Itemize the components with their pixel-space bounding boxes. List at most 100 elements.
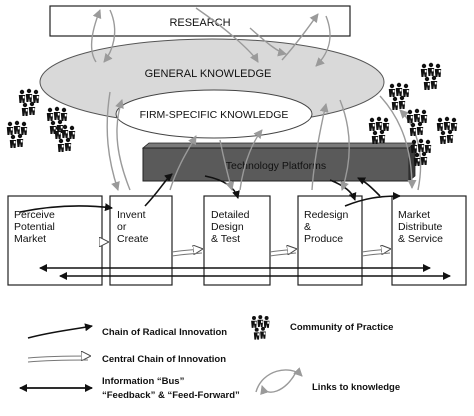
technology-platforms-label: Technology Platforms	[226, 160, 326, 172]
person-icon	[253, 327, 260, 340]
stage-design-line3: & Test	[211, 233, 240, 245]
legend-bus-line1: Information “Bus”	[102, 376, 185, 387]
person-icon	[420, 151, 428, 165]
person-icon	[13, 120, 21, 134]
technology-platforms-bar: Technology Platforms	[141, 142, 417, 182]
legend-central: Central Chain of Innovation	[27, 354, 226, 365]
stage-design-line1: Detailed	[211, 209, 250, 221]
person-icon	[257, 315, 264, 327]
firm-knowledge-label: FIRM-SPECIFIC KNOWLEDGE	[140, 109, 289, 121]
person-icon	[54, 125, 62, 139]
person-icon	[6, 121, 14, 135]
person-icon	[439, 130, 447, 144]
person-icon	[450, 117, 458, 131]
person-icon	[9, 134, 17, 148]
person-icon	[20, 121, 28, 135]
research-label: RESEARCH	[169, 17, 230, 29]
stage-invent-line2: or	[117, 221, 127, 233]
person-icon	[417, 138, 425, 152]
stage-box-invent: Invent or Create	[109, 195, 173, 286]
person-icon	[398, 95, 406, 109]
legend: Chain of Radical Innovation Community of…	[19, 315, 400, 401]
person-icon	[416, 121, 424, 135]
person-icon	[371, 130, 379, 144]
legend-radical-label: Chain of Radical Innovation	[102, 327, 227, 338]
stage-box-perceive: Perceive Potential Market	[7, 195, 103, 286]
person-icon	[409, 122, 417, 136]
stage-box-design: Detailed Design & Test	[203, 195, 271, 286]
general-knowledge-label: GENERAL KNOWLEDGE	[145, 68, 272, 80]
legend-bus-line2: “Feedback” & “Feed-Forward”	[102, 390, 240, 401]
stage-redesign-line3: Produce	[304, 233, 343, 245]
person-icon	[402, 83, 410, 97]
person-icon	[25, 88, 33, 102]
legend-community: Community of Practice	[251, 315, 393, 340]
person-icon	[16, 133, 24, 147]
person-icon	[49, 120, 57, 134]
person-icon	[378, 129, 386, 143]
person-icon	[375, 116, 383, 130]
stage-box-market: Market Distribute & Service	[391, 195, 467, 286]
person-icon	[28, 101, 36, 115]
person-icon	[443, 116, 451, 130]
stage-invent-line3: Create	[117, 233, 149, 245]
radical-innovation-arrows	[19, 173, 401, 213]
stage-redesign-line2: &	[304, 221, 311, 233]
person-icon	[53, 106, 61, 120]
person-icon	[18, 89, 26, 103]
community-of-practice-icon	[251, 315, 270, 340]
person-icon	[60, 107, 68, 121]
person-icon	[423, 76, 431, 90]
person-icon	[434, 63, 442, 77]
svg-text:Redesign & Produce: Redesign & Produce	[304, 209, 351, 245]
stage-invent-line1: Invent	[117, 209, 146, 221]
stage-perceive-line3: Market	[14, 233, 46, 245]
svg-text:Market Distribute: Market Distribute & Service	[398, 209, 445, 245]
person-icon	[420, 63, 428, 77]
stage-box-redesign: Redesign & Produce	[297, 195, 363, 286]
person-icon	[424, 139, 432, 153]
person-icon	[263, 316, 270, 328]
stage-market-line2: Distribute	[398, 221, 443, 233]
stage-market-line1: Market	[398, 209, 430, 221]
person-icon	[410, 139, 418, 153]
stage-redesign-line1: Redesign	[304, 209, 349, 221]
person-icon	[21, 102, 29, 116]
svg-text:Detailed Design &: Detailed Design & Test	[211, 209, 252, 245]
person-icon	[413, 152, 421, 166]
person-icon	[420, 109, 428, 123]
legend-radical: Chain of Radical Innovation	[27, 323, 227, 339]
person-icon	[260, 326, 266, 339]
community-of-practice-groups	[6, 62, 458, 166]
legend-links-label: Links to knowledge	[312, 382, 400, 393]
person-icon	[68, 125, 76, 139]
legend-community-label: Community of Practice	[290, 322, 393, 333]
legend-central-label: Central Chain of Innovation	[102, 354, 226, 365]
person-icon	[406, 109, 414, 123]
svg-text:Perceive Potential: Perceive Potential Market	[14, 209, 58, 245]
person-icon	[436, 117, 444, 131]
person-icon	[391, 96, 399, 110]
firm-knowledge-ellipse: FIRM-SPECIFIC KNOWLEDGE	[115, 89, 313, 139]
legend-bus: Information “Bus” “Feedback” & “Feed-For…	[19, 376, 240, 401]
stage-perceive-line2: Potential	[14, 221, 55, 233]
person-icon	[251, 316, 257, 328]
information-bus	[39, 264, 451, 280]
person-icon	[427, 62, 435, 76]
svg-text:Invent or Create: Invent or Create	[117, 209, 149, 245]
legend-links: Links to knowledge	[255, 367, 400, 396]
central-chain-arrows	[102, 242, 390, 257]
person-icon	[46, 107, 54, 121]
person-icon	[64, 137, 72, 151]
person-icon	[430, 75, 438, 89]
person-icon	[32, 89, 40, 103]
stage-market-line3: & Service	[398, 233, 443, 245]
stage-design-line2: Design	[211, 221, 244, 233]
person-icon	[57, 138, 65, 152]
person-icon	[368, 117, 376, 131]
person-icon	[388, 83, 396, 97]
person-icon	[395, 82, 403, 96]
person-icon	[413, 108, 421, 122]
person-icon	[61, 124, 69, 138]
